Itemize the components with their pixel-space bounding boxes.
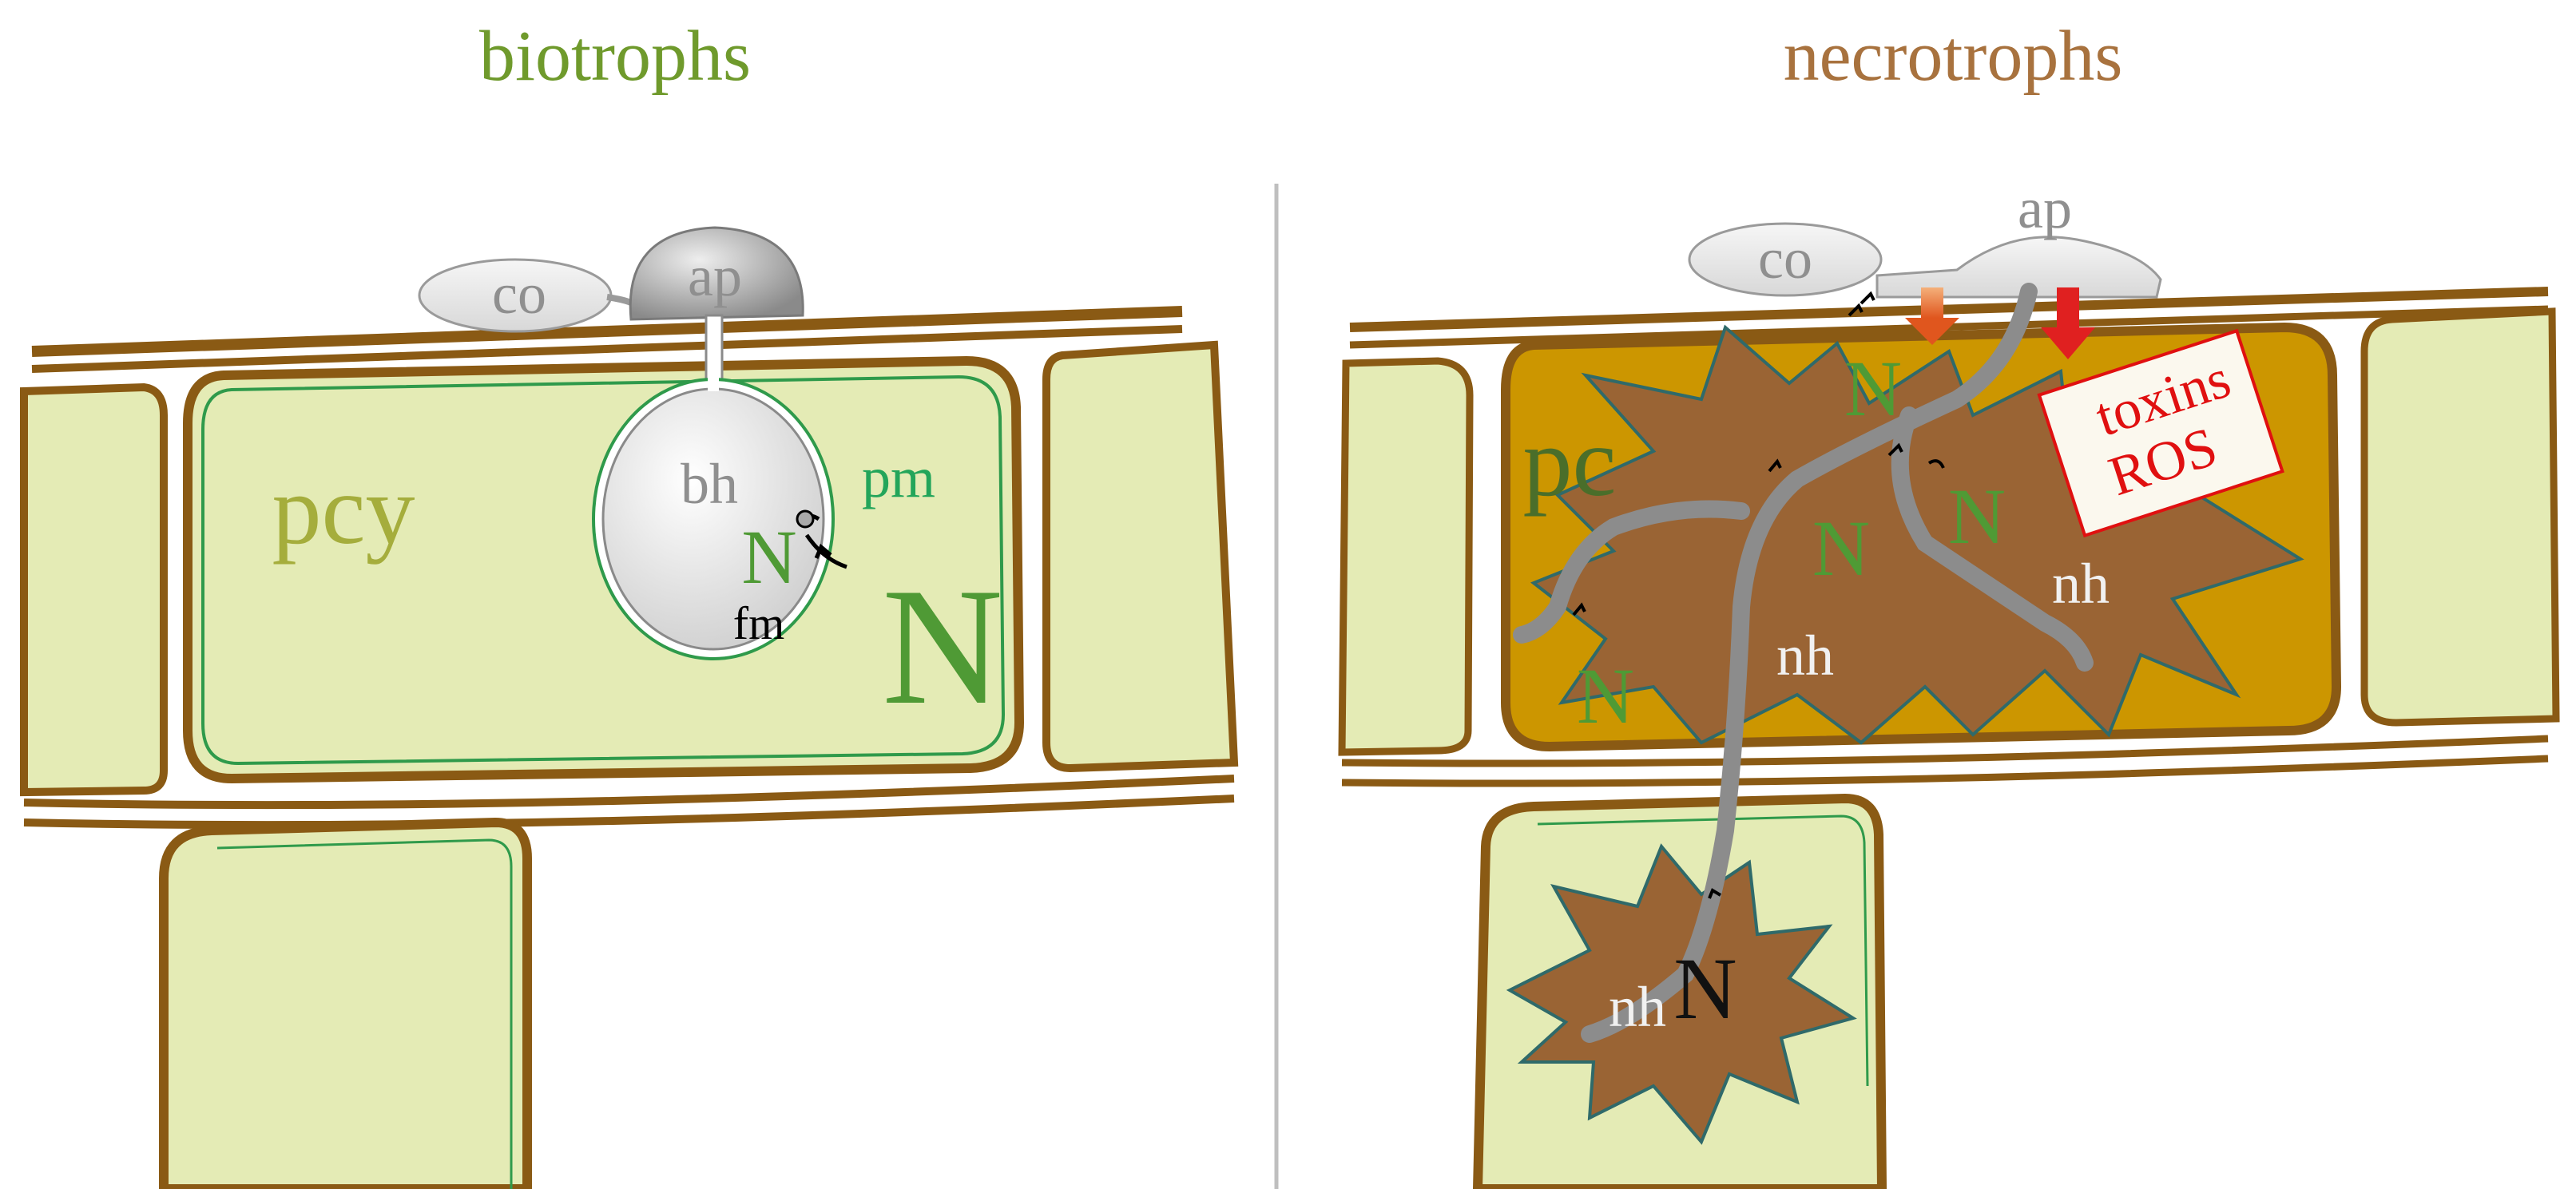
appressorium-biotroph: [629, 226, 804, 321]
nutrient-label-mid-a: N: [1812, 504, 1870, 593]
fungal-membrane-label: fm: [733, 597, 784, 649]
host-cell-label-necrotroph: pc: [1522, 407, 1616, 517]
nutrient-label-host: N: [882, 554, 1003, 739]
haustorium-label: bh: [681, 452, 738, 516]
nutrient-transporter-marks: [796, 509, 847, 569]
cell-wall-top-necro: [1349, 287, 2549, 332]
cell-wall-top-inner: [31, 325, 1183, 373]
conidium-label-biotroph: co: [492, 262, 546, 326]
lower-neighbour-cell-membrane: [216, 838, 513, 1189]
necrotic-area-lower: [1506, 843, 1857, 1145]
left-neighbour-cell-necro: [1338, 357, 1474, 756]
haustorium-neck: [708, 375, 719, 391]
hypha-label-lower: nh: [1609, 975, 1666, 1039]
plasma-membrane-outline: [201, 375, 1006, 766]
appressorium-necrotroph: [1875, 236, 2162, 299]
nutrient-label-lower: N: [1673, 940, 1737, 1037]
right-neighbour-cell: [1042, 340, 1239, 773]
cell-wall-bottom-outer-necro: [1341, 755, 2549, 787]
nutrient-label-top: N: [1844, 344, 1902, 433]
orange-toxin-arrow: [1905, 287, 1959, 345]
lower-neighbour-cell-membrane-necro: [1537, 814, 1869, 1087]
biotrophs-panel: biotrophs: [20, 17, 1239, 1189]
host-cell-label-biotroph: pcy: [272, 455, 415, 565]
lower-neighbour-cell: [159, 817, 532, 1189]
cell-wall-bottom: [23, 775, 1235, 810]
nutrient-label-mid-b: N: [1948, 472, 2006, 561]
hypha-label-right: nh: [2052, 552, 2110, 616]
conidium-label-necrotroph: co: [1758, 227, 1812, 291]
toxins-ros-box: toxins ROS: [2037, 328, 2284, 538]
conidium-necrotroph: [1688, 222, 1883, 297]
necrotrophic-hyphae: [1513, 283, 2094, 1043]
cell-wall-bottom-necro: [1341, 735, 2549, 767]
transporter-glyphs-necro: [1572, 291, 1945, 899]
necrotrophs-title: necrotrophs: [1784, 17, 2123, 96]
plasma-membrane-label: pm: [862, 446, 935, 509]
appressorium-label-necrotroph: ap: [2018, 176, 2072, 240]
cell-wall-top: [31, 306, 1183, 357]
nutrient-label-left: N: [1577, 652, 1634, 740]
red-toxin-arrow: [2041, 287, 2095, 359]
right-neighbour-cell-necro: [2360, 307, 2560, 727]
appressorium-label-biotroph: ap: [688, 244, 742, 308]
cell-wall-bottom-outer: [23, 795, 1235, 830]
cell-wall-top-inner-necro: [1349, 305, 2549, 349]
penetration-peg: [705, 314, 724, 381]
biotrophs-title: biotrophs: [479, 17, 751, 96]
hypha-label-center: nh: [1776, 624, 1834, 688]
nutrient-label-inside-haustorium: N: [741, 514, 796, 600]
necrotrophs-panel: necrotrophs: [1338, 17, 2560, 1189]
left-neighbour-cell: [20, 382, 168, 797]
